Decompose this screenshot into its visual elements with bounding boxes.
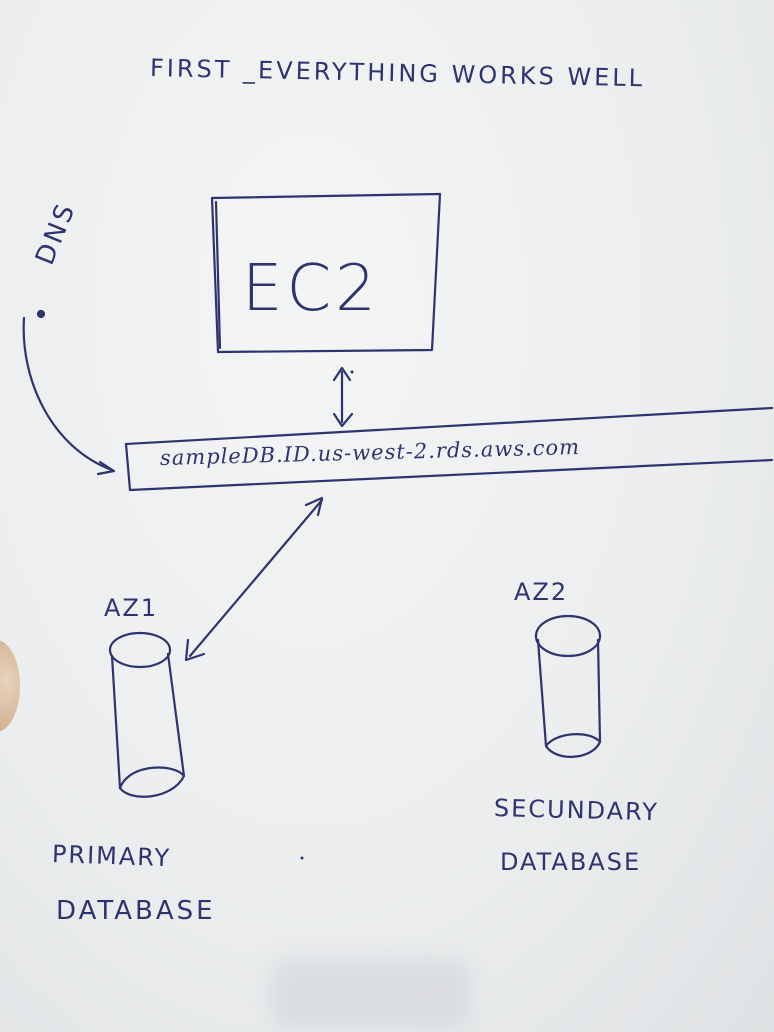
endpoint-primary-arrowhead-top: [304, 496, 324, 517]
az2-label: AZ2: [514, 578, 569, 606]
dns-dot: [36, 309, 46, 319]
pencil-dot: [300, 856, 304, 860]
thumb: [0, 640, 20, 732]
ec2-box-inner-edge: [214, 200, 222, 350]
secondary-db-label-line2: DATABASE: [500, 848, 642, 876]
ec2-box: [210, 192, 442, 354]
primary-db-label-line1: PRIMARY: [51, 840, 172, 873]
primary-db-label-line2: DATABASE: [56, 896, 216, 926]
primary-db-body: [110, 652, 186, 790]
secondary-db-bottom: [544, 733, 602, 758]
dns-curve-arrowhead: [96, 460, 116, 476]
ec2-endpoint-arrowhead-bottom: [332, 412, 354, 428]
secondary-db-label-line1: SECUNDARY: [493, 794, 660, 827]
pencil-dot: [350, 370, 354, 374]
endpoint-primary-arrowhead-bottom: [184, 638, 206, 662]
primary-db-bottom: [118, 766, 186, 798]
dns-curve-arrow: [22, 316, 114, 472]
secondary-db-body: [536, 638, 602, 748]
endpoint-primary-arrow: [188, 498, 324, 658]
ec2-endpoint-arrowhead-top: [332, 366, 352, 382]
paper-smudge: [270, 958, 470, 1028]
endpoint-box: [124, 406, 774, 492]
primary-db-top: [108, 631, 172, 669]
az1-label: AZ1: [104, 594, 159, 622]
ec2-label: EC2: [242, 252, 380, 326]
secondary-db-top: [534, 614, 602, 658]
